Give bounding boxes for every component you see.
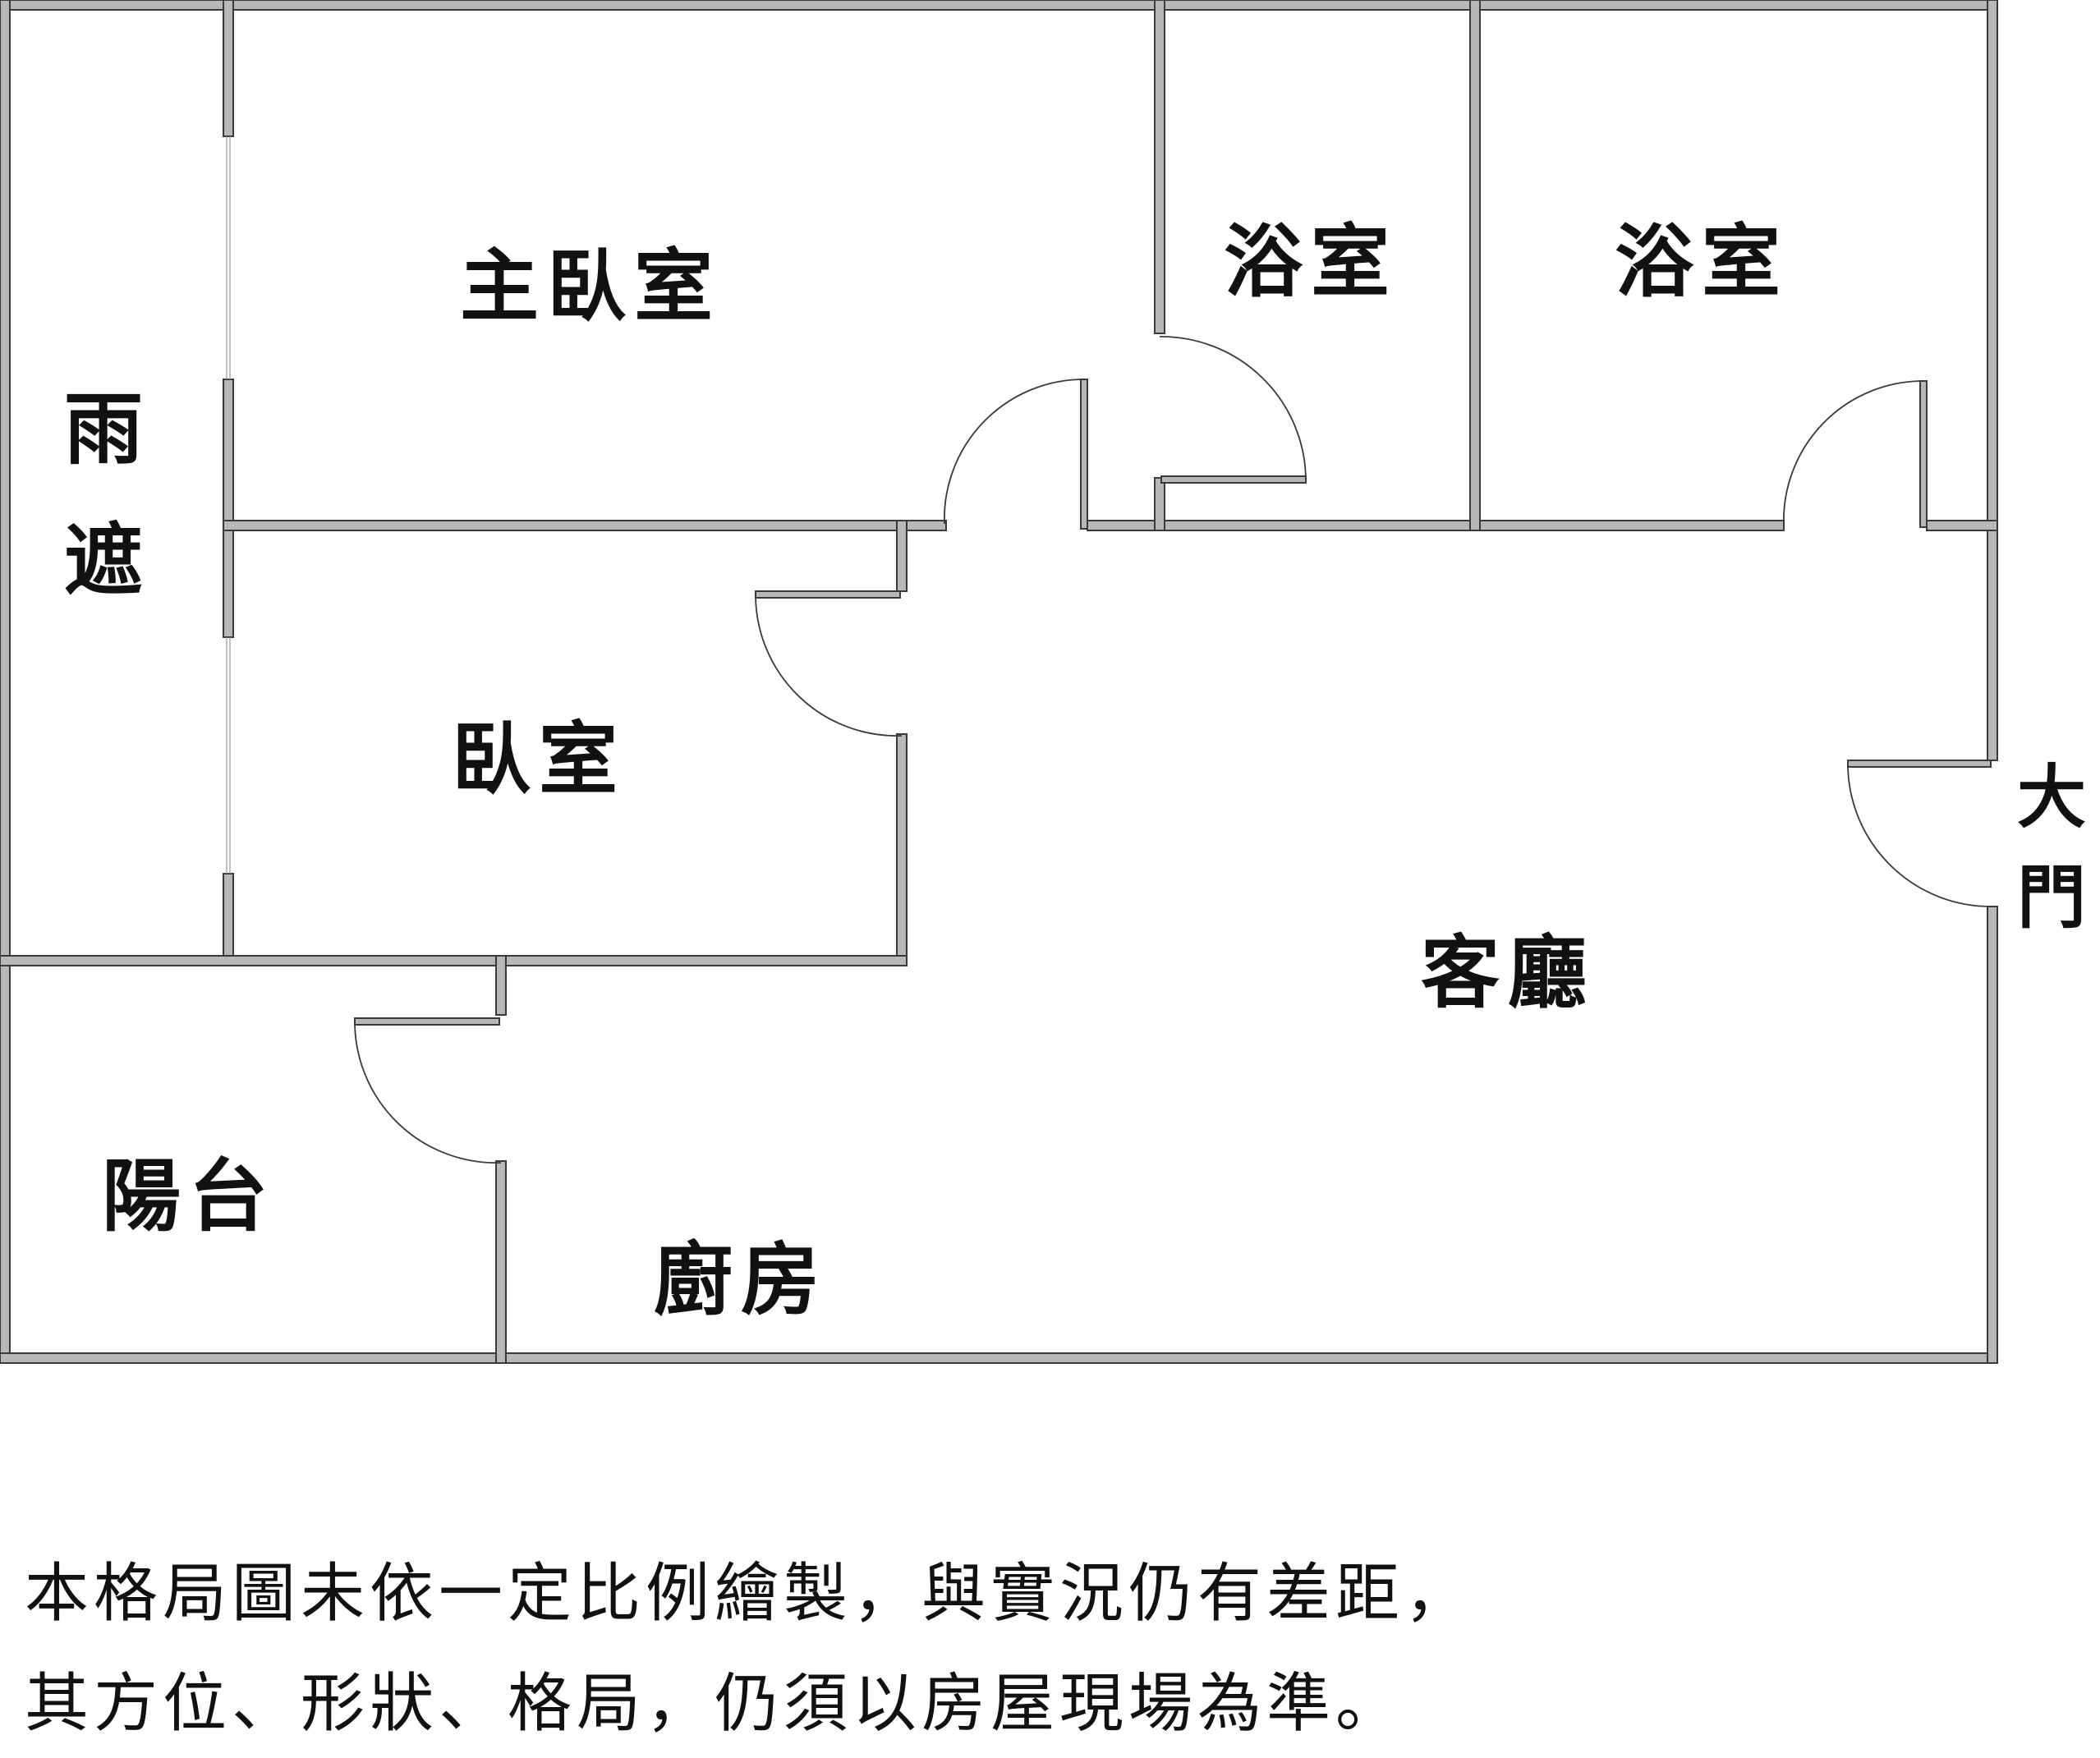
main-door-swing: [1847, 763, 1992, 907]
wall-bath-right-bottom: [1926, 520, 1998, 531]
walls: [0, 0, 1998, 1364]
wall-master-bedroom-bottom: [223, 520, 947, 531]
wall-bedroom-bottom: [0, 955, 908, 966]
wall-bedroom-right-bottom: [896, 733, 908, 966]
awning-wall-top: [223, 0, 234, 137]
outer-wall-bottom: [0, 1352, 1998, 1364]
wall-balcony-bottom: [495, 1160, 507, 1364]
outer-wall-right-upper: [1987, 0, 1998, 761]
label-entrance-2: 門: [2017, 857, 2086, 938]
label-awning-1: 雨: [64, 383, 151, 475]
outer-wall-left: [0, 0, 11, 1364]
label-entrance-1: 大: [2017, 757, 2086, 838]
wall-master-bath: [1154, 0, 1165, 334]
wall-bath-bottom: [1087, 520, 1785, 531]
disclaimer-line-2: 其方位、形狀、格局，仍須以房屋現場為準。: [25, 1667, 1405, 1741]
label-master-bedroom: 主臥室: [460, 241, 721, 333]
wall-bath-bath: [1469, 0, 1481, 531]
label-bedroom: 臥室: [452, 714, 626, 806]
awning-wall-bottom: [223, 873, 234, 966]
main-door-leaf[interactable]: [1847, 760, 1992, 768]
doors: [354, 336, 1992, 1164]
bedroom-door-swing: [755, 594, 903, 737]
bath-2-door-leaf[interactable]: [1919, 380, 1928, 528]
bedroom-door-leaf[interactable]: [755, 590, 901, 599]
bath-1-door-leaf[interactable]: [1160, 475, 1307, 484]
outer-wall-right-lower: [1987, 906, 1998, 1364]
label-balcony: 陽台: [102, 1150, 276, 1242]
outer-wall-top: [0, 0, 1998, 11]
label-living-room: 客廳: [1421, 927, 1595, 1019]
label-awning-2: 遮: [64, 515, 151, 607]
master-bedroom-door-leaf[interactable]: [1080, 379, 1088, 530]
balcony-door-leaf[interactable]: [354, 1017, 500, 1026]
balcony-door-swing: [354, 1021, 502, 1164]
room-labels: 主臥室 浴室 浴室 臥室 客廳 陽台 廚房 雨 遮 大 門: [64, 216, 2086, 1326]
wall-bedroom-right-top: [896, 520, 908, 592]
label-kitchen: 廚房: [654, 1234, 828, 1326]
bath-1-door-swing: [1159, 336, 1307, 480]
label-bath-1: 浴室: [1224, 216, 1398, 308]
bath-2-door-swing: [1783, 380, 1924, 526]
label-bath-2: 浴室: [1615, 216, 1789, 308]
master-bedroom-door-swing: [944, 379, 1085, 525]
awning-wall-middle: [223, 379, 234, 638]
disclaimer-line-1: 本格局圖未依一定比例繪製，與實況仍有差距，: [25, 1557, 1474, 1631]
wall-balcony-top: [495, 955, 507, 1016]
wall-master-bath-low: [1154, 477, 1165, 531]
